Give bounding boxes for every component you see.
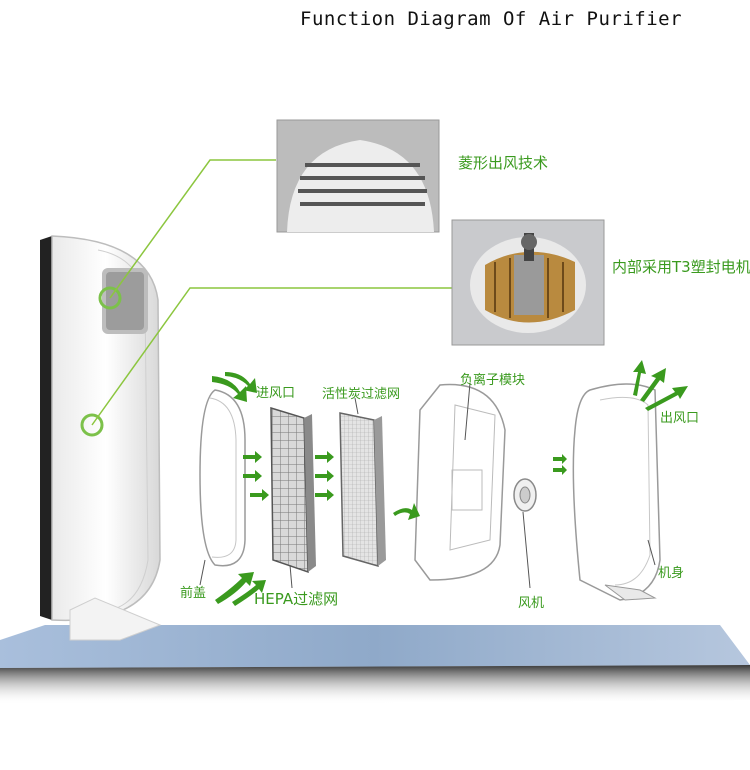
label-motor: 内部采用T3塑封电机 — [612, 256, 750, 277]
label-fan: 风机 — [518, 592, 544, 611]
label-carbon-filter: 活性炭过滤网 — [322, 383, 400, 402]
label-ion-module: 负离子模块 — [460, 369, 525, 388]
label-air-outlet: 出风口 — [660, 407, 699, 426]
label-hepa-filter: HEPA过滤网 — [254, 588, 338, 609]
label-air-inlet: 进风口 — [256, 382, 295, 401]
hepa-filter — [271, 408, 316, 572]
outlet-grille-photo — [277, 120, 439, 232]
label-front-cover: 前盖 — [180, 582, 206, 601]
motor-photo — [452, 220, 604, 345]
label-diamond-outlet: 菱形出风技术 — [458, 152, 548, 173]
front-cover — [200, 390, 245, 566]
fan-rotor — [514, 479, 536, 511]
main-body — [573, 384, 660, 600]
ion-module-housing — [415, 385, 505, 580]
carbon-filter — [340, 413, 386, 566]
label-body: 机身 — [658, 562, 684, 581]
